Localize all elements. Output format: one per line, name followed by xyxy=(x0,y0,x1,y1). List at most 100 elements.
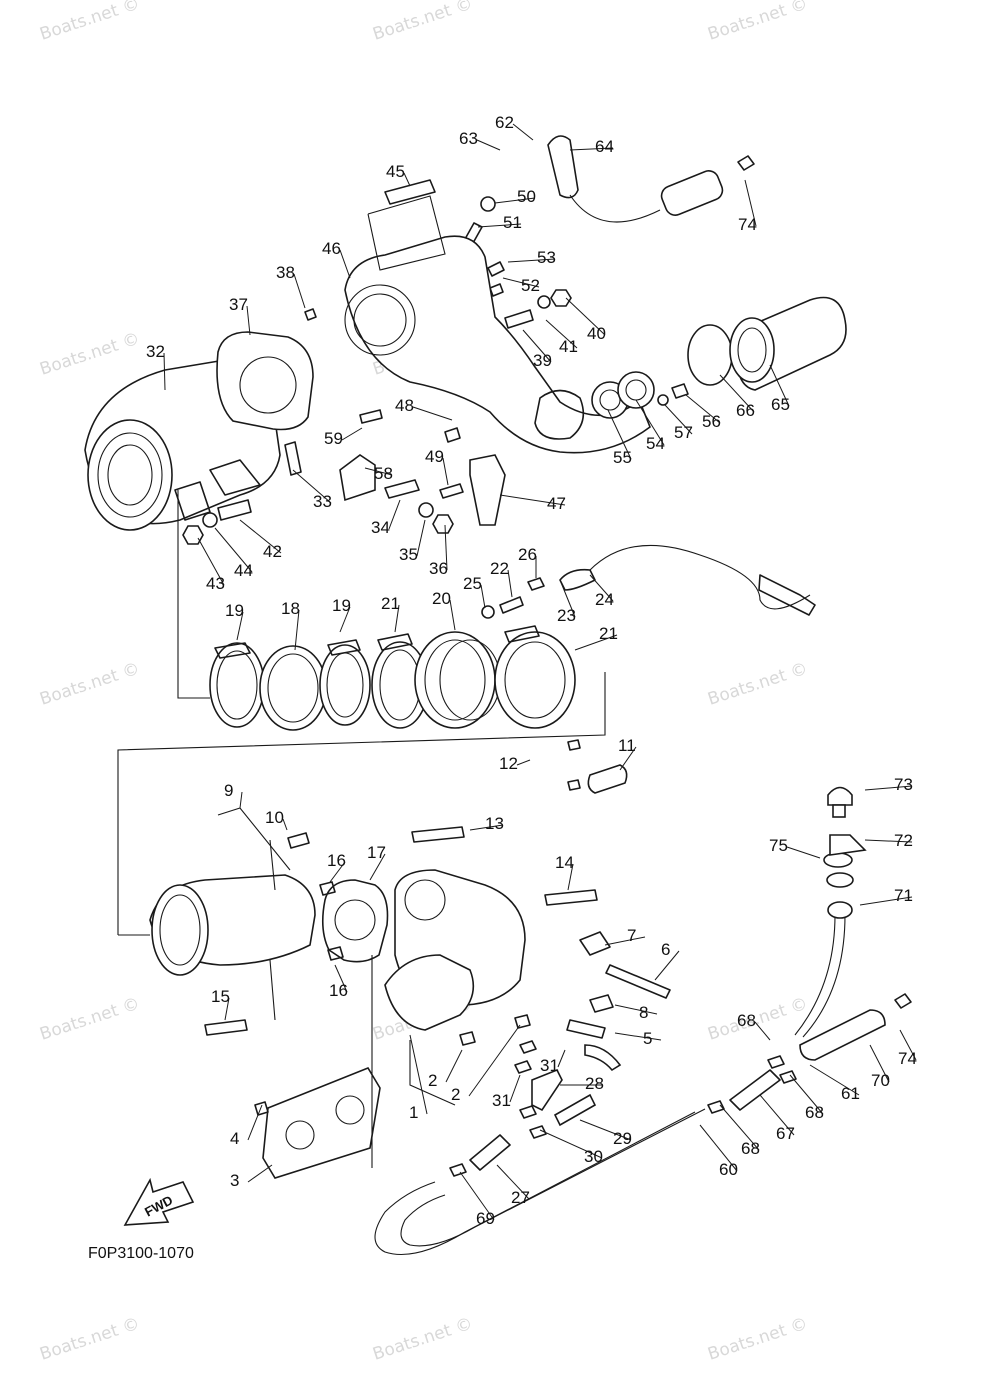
part-callout-19[interactable]: 19 xyxy=(225,601,244,620)
leader-line xyxy=(293,273,306,309)
part-callout-29[interactable]: 29 xyxy=(613,1129,632,1148)
part-callout-58[interactable]: 58 xyxy=(374,464,393,483)
part-callout-62[interactable]: 62 xyxy=(495,113,514,132)
leader-line xyxy=(574,634,618,651)
part-callout-70[interactable]: 70 xyxy=(871,1071,890,1090)
part-callout-22[interactable]: 22 xyxy=(490,559,509,578)
part-callout-67[interactable]: 67 xyxy=(776,1124,795,1143)
part-callout-41[interactable]: 41 xyxy=(559,337,578,356)
part-callout-72[interactable]: 72 xyxy=(894,831,913,850)
leader-line xyxy=(480,584,486,609)
part-callout-68[interactable]: 68 xyxy=(737,1011,756,1030)
part-callout-16[interactable]: 16 xyxy=(329,981,348,1000)
leader-line xyxy=(809,1064,860,1096)
part-callout-12[interactable]: 12 xyxy=(499,754,518,773)
watermark-text: Boats.net © xyxy=(370,0,475,45)
part-callout-25[interactable]: 25 xyxy=(463,574,482,593)
part-callout-10[interactable]: 10 xyxy=(265,808,284,827)
part-callout-6[interactable]: 6 xyxy=(661,940,670,959)
part-callout-37[interactable]: 37 xyxy=(229,295,248,314)
part-callout-65[interactable]: 65 xyxy=(771,395,790,414)
part-callout-51[interactable]: 51 xyxy=(503,213,522,232)
part-callout-20[interactable]: 20 xyxy=(432,589,451,608)
part-callout-27[interactable]: 27 xyxy=(511,1188,530,1207)
part-callout-47[interactable]: 47 xyxy=(547,494,566,513)
part-callout-8[interactable]: 8 xyxy=(639,1003,648,1022)
part-callout-61[interactable]: 61 xyxy=(841,1084,860,1103)
part-callout-31[interactable]: 31 xyxy=(492,1091,511,1110)
part-callout-21[interactable]: 21 xyxy=(599,624,618,643)
part-callout-74[interactable]: 74 xyxy=(898,1049,917,1068)
part-callout-46[interactable]: 46 xyxy=(322,239,341,258)
part-callout-54[interactable]: 54 xyxy=(646,434,665,453)
part-callout-14[interactable]: 14 xyxy=(555,853,574,872)
part-callout-49[interactable]: 49 xyxy=(425,447,444,466)
leader-line xyxy=(699,1124,738,1172)
part-callout-39[interactable]: 39 xyxy=(533,351,552,370)
part-callout-30[interactable]: 30 xyxy=(584,1147,603,1166)
part-callout-43[interactable]: 43 xyxy=(206,574,225,593)
leader-line xyxy=(864,839,913,843)
leader-line xyxy=(769,364,790,407)
part-callout-31[interactable]: 31 xyxy=(540,1056,559,1075)
part-callout-2[interactable]: 2 xyxy=(428,1071,437,1090)
leader-line xyxy=(197,537,225,586)
part-callout-7[interactable]: 7 xyxy=(627,926,636,945)
part-callout-56[interactable]: 56 xyxy=(702,412,721,431)
part-callout-45[interactable]: 45 xyxy=(386,162,405,181)
part-callout-19[interactable]: 19 xyxy=(332,596,351,615)
leader-line xyxy=(468,1024,521,1097)
part-callout-11[interactable]: 11 xyxy=(618,736,636,755)
part-callout-74[interactable]: 74 xyxy=(738,215,757,234)
watermark-text: Boats.net © xyxy=(37,994,142,1045)
part-callout-32[interactable]: 32 xyxy=(146,342,165,361)
part-callout-15[interactable]: 15 xyxy=(211,987,230,1006)
part-callout-44[interactable]: 44 xyxy=(234,561,253,580)
leader-line xyxy=(239,519,282,554)
part-callout-73[interactable]: 73 xyxy=(894,775,913,794)
part-callout-64[interactable]: 64 xyxy=(595,137,614,156)
part-callout-71[interactable]: 71 xyxy=(894,886,913,905)
part-callout-66[interactable]: 66 xyxy=(736,401,755,420)
part-callout-53[interactable]: 53 xyxy=(537,248,556,267)
part-callout-59[interactable]: 59 xyxy=(324,429,343,448)
part-callout-40[interactable]: 40 xyxy=(587,324,606,343)
part-callout-33[interactable]: 33 xyxy=(313,492,332,511)
part-callout-50[interactable]: 50 xyxy=(517,187,536,206)
part-callout-2[interactable]: 2 xyxy=(451,1085,460,1104)
leader-line xyxy=(246,305,251,336)
leader-line xyxy=(469,824,504,831)
part-callout-18[interactable]: 18 xyxy=(281,599,300,618)
part-callout-60[interactable]: 60 xyxy=(719,1160,738,1179)
leader-line xyxy=(539,1129,603,1159)
part-callout-21[interactable]: 21 xyxy=(381,594,400,613)
part-callout-55[interactable]: 55 xyxy=(613,448,632,467)
part-callout-42[interactable]: 42 xyxy=(263,542,282,561)
part-callout-69[interactable]: 69 xyxy=(476,1209,495,1228)
part-callout-35[interactable]: 35 xyxy=(399,545,418,564)
watermark-text: Boats.net © xyxy=(37,329,142,380)
part-callout-24[interactable]: 24 xyxy=(595,590,614,609)
part-callout-34[interactable]: 34 xyxy=(371,518,390,537)
part-callout-5[interactable]: 5 xyxy=(643,1029,652,1048)
part-callout-4[interactable]: 4 xyxy=(230,1129,239,1148)
part-callout-68[interactable]: 68 xyxy=(805,1103,824,1122)
watermark-text: Boats.net © xyxy=(705,659,810,710)
part-callout-17[interactable]: 17 xyxy=(367,843,386,862)
part-callout-52[interactable]: 52 xyxy=(521,276,540,295)
part-callout-23[interactable]: 23 xyxy=(557,606,576,625)
part-callout-48[interactable]: 48 xyxy=(395,396,414,415)
part-callout-63[interactable]: 63 xyxy=(459,129,478,148)
part-callout-68[interactable]: 68 xyxy=(741,1139,760,1158)
part-callout-16[interactable]: 16 xyxy=(327,851,346,870)
part-callout-9[interactable]: 9 xyxy=(224,781,233,800)
part-callout-36[interactable]: 36 xyxy=(429,559,448,578)
part-callout-13[interactable]: 13 xyxy=(485,814,504,833)
part-callout-26[interactable]: 26 xyxy=(518,545,537,564)
part-callout-1[interactable]: 1 xyxy=(409,1103,418,1122)
part-callout-28[interactable]: 28 xyxy=(585,1074,604,1093)
part-callout-3[interactable]: 3 xyxy=(230,1171,239,1190)
part-callout-38[interactable]: 38 xyxy=(276,263,295,282)
part-callout-75[interactable]: 75 xyxy=(769,836,788,855)
part-callout-57[interactable]: 57 xyxy=(674,423,693,442)
